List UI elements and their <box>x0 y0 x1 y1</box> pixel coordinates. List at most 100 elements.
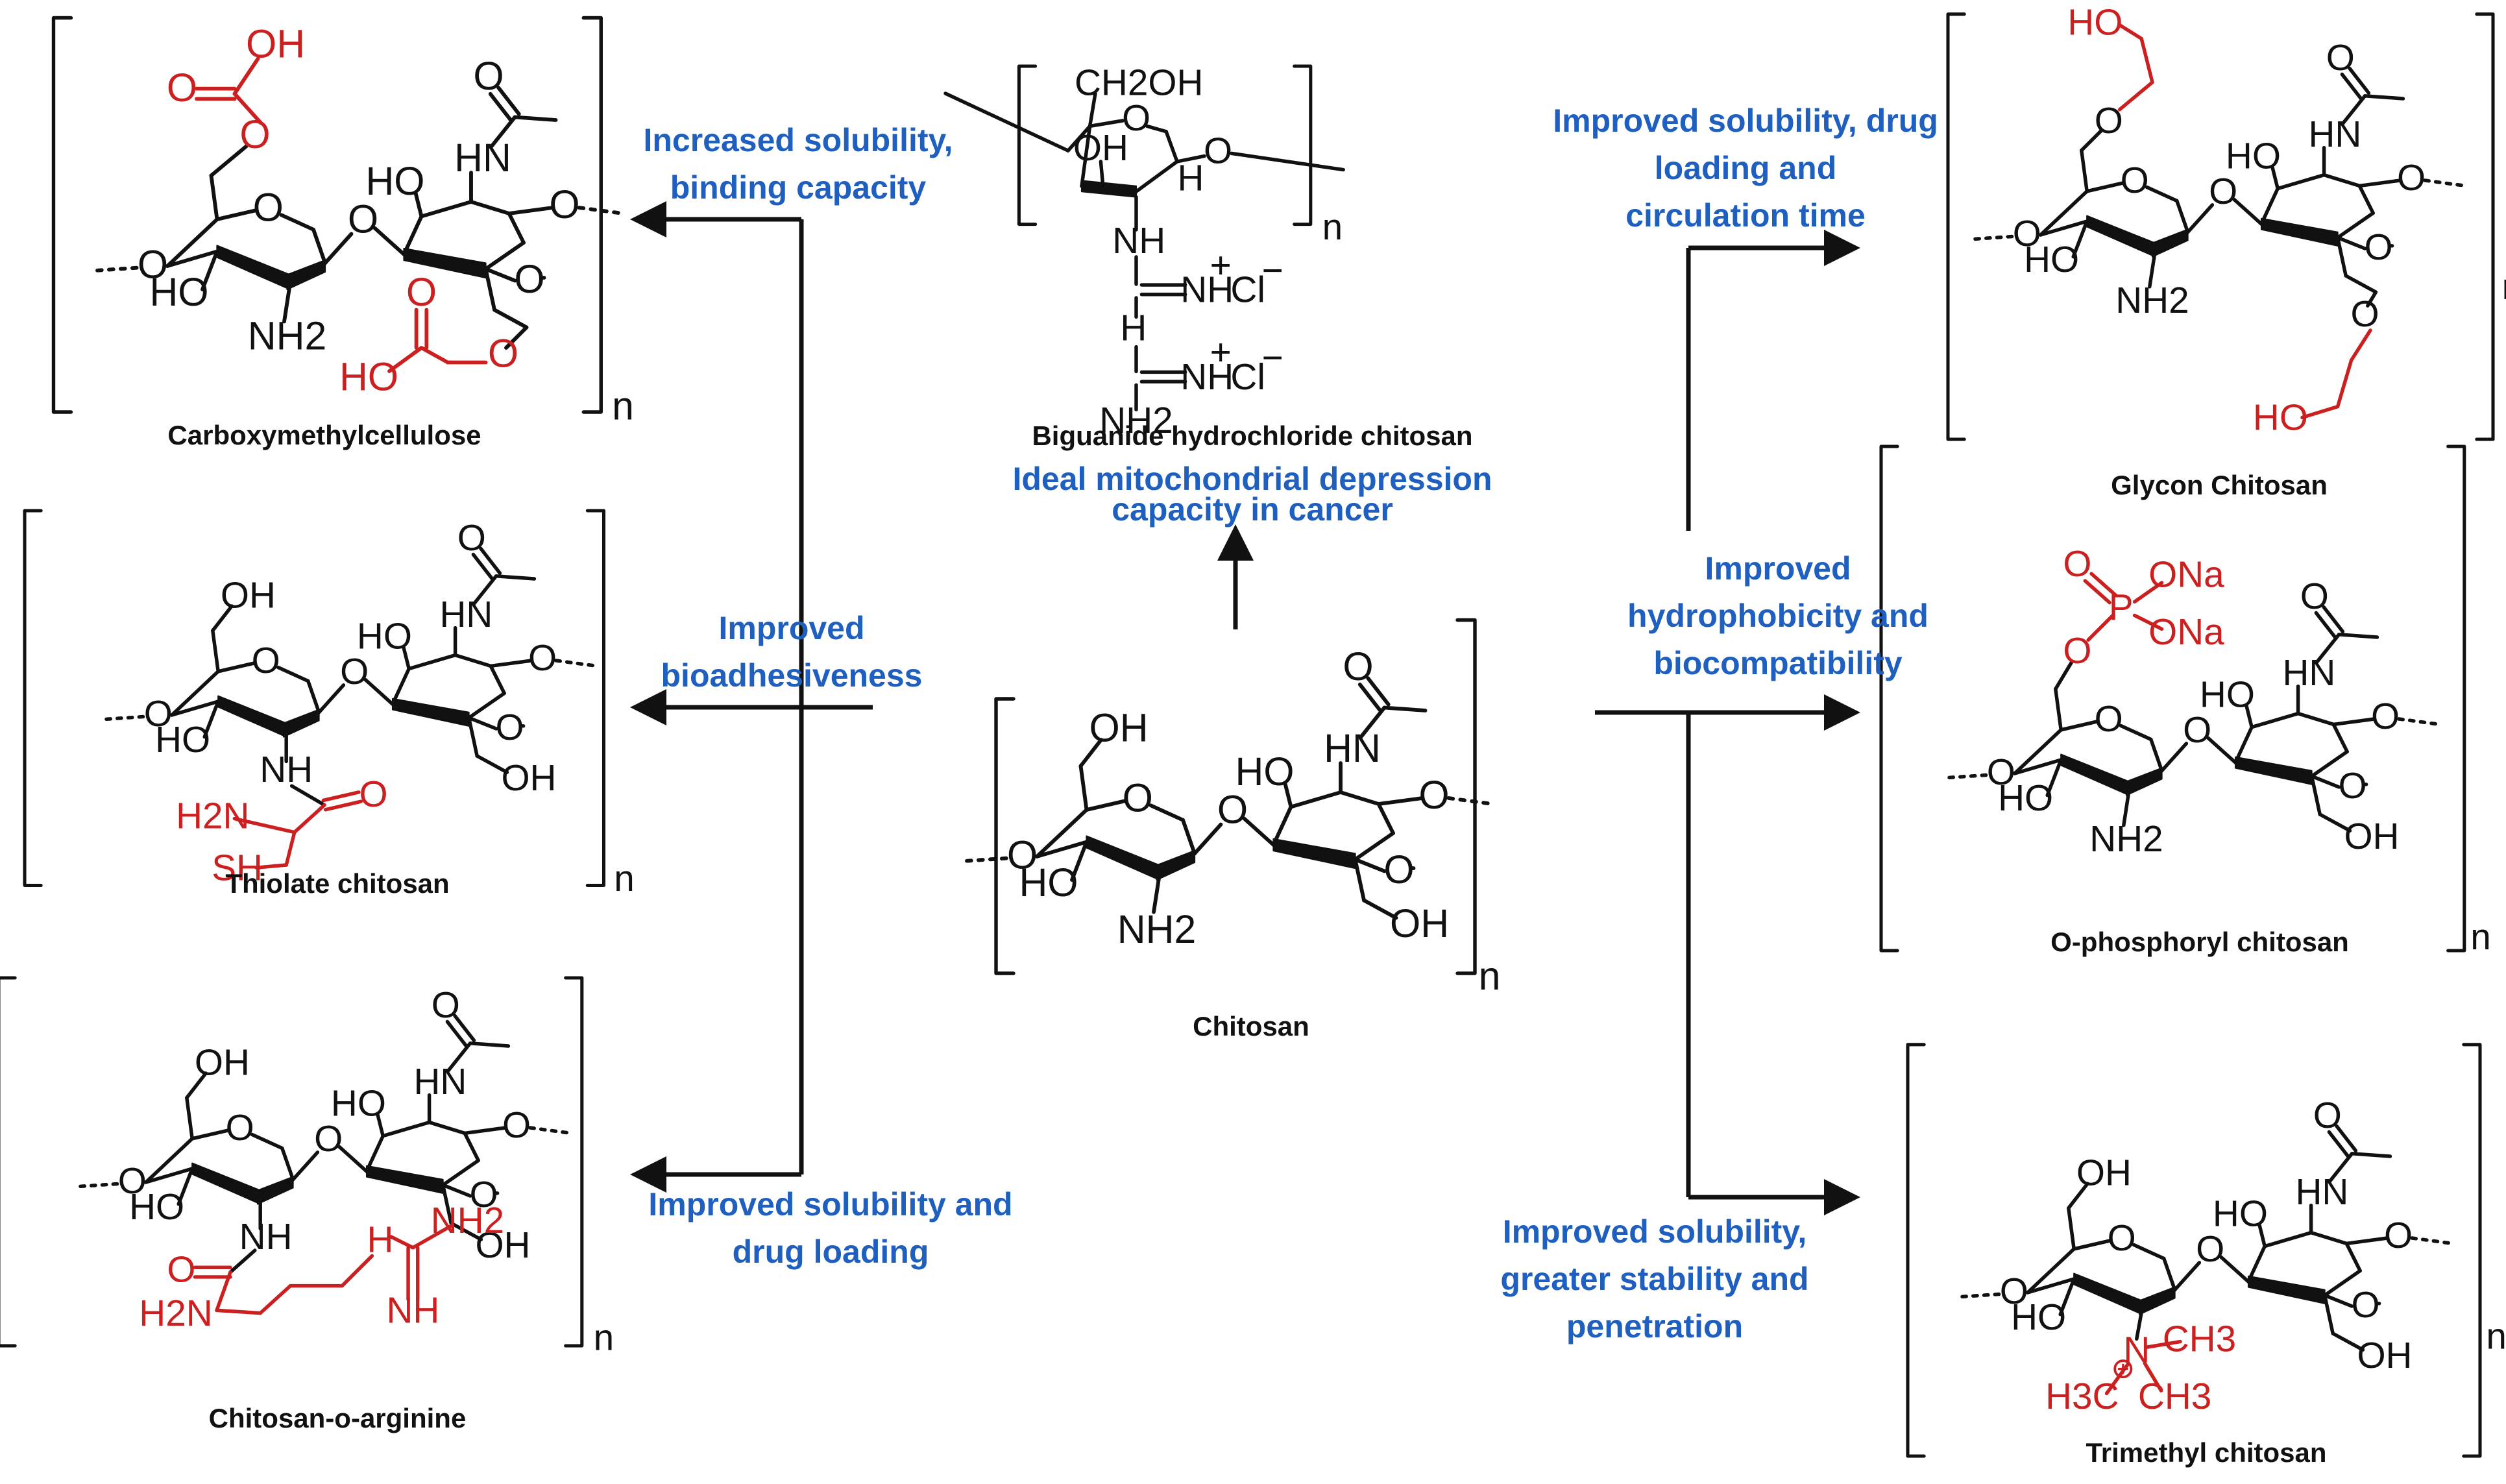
property-solubility-circulation: Improved solubility, drug loading and ci… <box>1512 97 1979 239</box>
bond <box>176 1167 194 1206</box>
bond <box>1181 818 1197 856</box>
compound-name-carboxymethyl: Carboxymethylcellulose <box>167 420 481 450</box>
ring-oxygen: O <box>2339 766 2367 807</box>
hydroxyl: OH <box>1390 901 1449 945</box>
bond <box>2083 579 2111 605</box>
bond <box>232 56 260 96</box>
bond <box>215 208 257 221</box>
bond <box>282 282 292 324</box>
wedge-bond <box>1156 849 1196 881</box>
guanidine-nitrogen: H <box>367 1219 394 1260</box>
polymer-chain <box>1973 234 2018 241</box>
bond <box>376 1112 385 1138</box>
ring-oxygen: O <box>1122 98 1150 139</box>
bond <box>1035 808 1089 858</box>
bond <box>1070 840 1089 882</box>
chain-oxygen: O <box>118 1161 147 1202</box>
bond <box>2250 711 2300 729</box>
bond <box>2185 203 2215 234</box>
hydroxymethyl: CH2OH <box>1075 62 1203 103</box>
hydroxyl: OH <box>475 1225 530 1266</box>
carbonyl-oxygen: O <box>2313 1095 2342 1136</box>
bond <box>2085 181 2124 193</box>
bond <box>363 677 395 706</box>
bond <box>2067 1206 2076 1251</box>
property-line: penetration <box>1566 1308 1744 1344</box>
bond <box>463 1126 507 1136</box>
ring-bond-o <box>2145 185 2179 203</box>
wedge-bond <box>217 695 287 738</box>
bond <box>407 653 457 671</box>
bond <box>2263 1230 2313 1248</box>
bond <box>513 115 558 122</box>
ring-oxygen: O <box>226 1108 254 1149</box>
ether-oxygen: O <box>488 332 518 376</box>
bond <box>2259 186 2280 226</box>
hydroxyl: HO <box>2253 398 2308 439</box>
bond <box>190 1128 230 1141</box>
bond <box>496 86 521 116</box>
repeat-bracket <box>564 976 584 1348</box>
bond <box>2349 328 2372 362</box>
property-solubility-drug-loading: Improved solubility and drug loading <box>584 1181 1077 1276</box>
repeat-bracket <box>1906 1043 1926 1458</box>
amine: NH2 <box>2115 280 2189 321</box>
glycosidic-oxygen: O <box>1217 788 1248 832</box>
charge: − <box>1261 338 1283 379</box>
bond <box>2309 749 2349 778</box>
bond <box>445 1019 468 1049</box>
bond <box>2071 219 2089 259</box>
bond <box>2175 199 2190 234</box>
bond <box>165 249 219 268</box>
bond <box>2335 236 2348 278</box>
bond <box>185 1096 194 1141</box>
bond <box>483 241 526 271</box>
bond <box>389 1235 415 1250</box>
property-line: Ideal mitochondrial depression <box>1012 461 1492 497</box>
repeat-count: n <box>1479 954 1501 998</box>
bond <box>1271 805 1293 847</box>
polymer-chain <box>943 91 1070 152</box>
bond <box>321 790 361 803</box>
amide-nitrogen: HN <box>413 1062 467 1102</box>
bond <box>2132 581 2164 604</box>
bond <box>1353 831 1395 862</box>
ring-oxygen: O <box>2095 699 2123 740</box>
bond <box>2233 725 2254 764</box>
bond <box>144 1137 194 1184</box>
amine: NH2 <box>2089 819 2163 860</box>
wedge-bond <box>1086 835 1161 881</box>
bond <box>2145 1339 2182 1349</box>
amide-nitrogen: HN <box>2295 1172 2348 1213</box>
bond <box>483 267 517 283</box>
repeat-count: n <box>594 1318 614 1359</box>
amine: NH2 <box>1117 907 1197 951</box>
hydroxyl: OH <box>2357 1335 2412 1376</box>
bond <box>483 267 496 312</box>
bond <box>202 699 220 739</box>
bond <box>2162 1256 2177 1292</box>
bond <box>2331 722 2349 754</box>
bond <box>1175 154 1206 164</box>
bond <box>381 1120 432 1138</box>
bond <box>2270 165 2280 191</box>
bond <box>2309 1230 2348 1246</box>
wedge-bond <box>2234 756 2313 785</box>
polymer-chain <box>1230 151 1345 172</box>
ether-oxygen: O <box>2095 101 2123 141</box>
compound-name-glycol: Glycon Chitosan <box>2111 470 2328 500</box>
charge: − <box>1261 250 1283 291</box>
phosphoryl-oxygen: O <box>2063 544 2091 585</box>
property-line: capacity in cancer <box>1112 491 1393 528</box>
ring-bond-o <box>1145 124 1168 134</box>
ring-bond-o <box>279 213 315 232</box>
bond <box>2335 1124 2358 1153</box>
amine: H2N <box>176 796 249 837</box>
bond <box>185 1071 208 1100</box>
bond <box>293 803 326 834</box>
bond <box>494 574 537 581</box>
bond <box>507 206 555 215</box>
bond <box>2143 1361 2163 1393</box>
